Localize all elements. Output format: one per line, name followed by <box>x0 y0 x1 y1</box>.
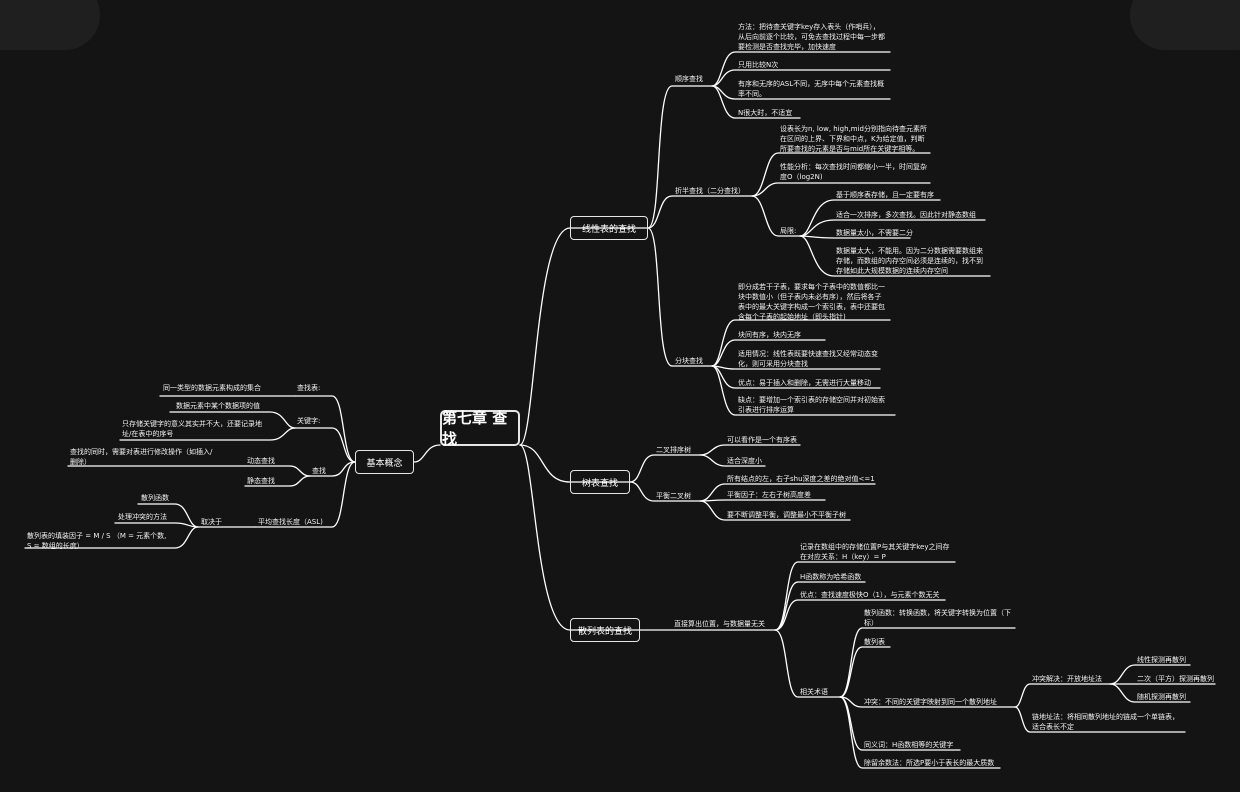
term-collision: 冲突：不同的关键字映射到同一个散列地址 <box>864 698 997 706</box>
node-search[interactable]: 查找 <box>312 467 326 475</box>
bst-item-depth: 适合深度小 <box>727 457 762 465</box>
block-item-order: 块间有序，块内无序 <box>738 331 801 339</box>
seq-item-asl: 有序和无序的ASL不同，无序中每个元素查找概 率不同。 <box>738 80 885 98</box>
avl-item-adjust: 要不断调整平衡，调整最小不平衡子树 <box>727 511 846 519</box>
depends-collision-method: 处理冲突的方法 <box>118 513 167 521</box>
term-hash-table: 散列表 <box>864 638 885 646</box>
seq-item-large-n: N很大时，不适宜 <box>738 109 793 117</box>
term-synonym: 同义词：H函数相等的关键字 <box>864 741 954 749</box>
background-corner-left <box>0 0 100 50</box>
block-item-definition: 即分成若干子表，要求每个子表中的数值都比一 块中数值小（但子表内未必有序），然后… <box>738 283 885 321</box>
node-open-addressing[interactable]: 冲突解决：开放地址法 <box>1032 675 1102 683</box>
open-item-quadratic: 二次（平方）探测再散列 <box>1137 675 1214 683</box>
key-definition: 数据元素中某个数据项的值 <box>176 402 260 410</box>
limit-item-large: 数据量太大，不能用。因为二分数据需要数组来 存储，而数组的内存空间必须是连续的，… <box>836 247 983 275</box>
block-item-advantage: 优点：易于插入和删除，无需进行大量移动 <box>738 379 871 387</box>
node-bst[interactable]: 二叉排序树 <box>656 446 691 454</box>
node-chaining[interactable]: 链地址法：将相同散列地址的链成一个单链表， 适合表长不定 <box>1032 713 1179 731</box>
hash-item-advantage: 优点：查找速度极快O（1），与元素个数无关 <box>800 591 940 599</box>
term-division-method: 除留余数法：所选P要小于表长的最大质数 <box>864 759 995 767</box>
seq-item-compare: 只用比较N次 <box>738 61 779 69</box>
node-depends-on[interactable]: 取决于 <box>201 518 222 526</box>
open-item-random: 随机探测再散列 <box>1137 693 1186 701</box>
limit-item-static: 适合一次排序，多次查找。因此针对静态数组 <box>836 211 976 219</box>
node-sequential[interactable]: 顺序查找 <box>675 75 703 83</box>
bin-item-definition: 设表长为n, low, high,mid分别指向待查元素所 在区间的上界、下界和… <box>780 125 927 153</box>
seq-item-method: 方法：把待查关键字key存入表头（作哨兵）， 从后向前逐个比较，可免去查找过程中… <box>738 23 885 51</box>
term-hash-function: 散列函数：转换函数，将关键字转换为位置（下 标） <box>864 609 1011 627</box>
depends-load-factor: 散列表的填装因子 = M / S （M = 元素个数, S = 数组的长度） <box>27 532 167 550</box>
avl-item-balance-factor: 平衡因子：左右子树高度差 <box>727 491 811 499</box>
dynamic-search-definition: 查找的同时，需要对表进行修改操作（如插入/ 删除） <box>70 448 213 466</box>
node-related-terms[interactable]: 相关术语 <box>800 688 828 696</box>
bst-item-ordered: 可以看作是一个有序表 <box>727 436 797 444</box>
open-item-linear: 线性探测再散列 <box>1137 656 1186 664</box>
node-basic-concepts[interactable]: 基本概念 <box>355 450 414 474</box>
node-block-search[interactable]: 分块查找 <box>675 357 703 365</box>
node-hash-search[interactable]: 散列表的查找 <box>570 618 640 642</box>
avl-item-definition: 所有结点的左，右子shu深度之差的绝对值<=1 <box>727 475 875 483</box>
hash-item-mapping: 记录在数组中的存储位置P与其关键字key之间存 在对应关系：H（key）= P <box>800 543 950 561</box>
node-tree-search[interactable]: 树表查找 <box>570 470 630 494</box>
node-dynamic-search[interactable]: 动态查找 <box>247 457 275 465</box>
limit-item-small: 数据量太小，不需要二分 <box>836 229 913 237</box>
block-item-usage: 适用情况：线性表既要快速查找又经常动态变 化，则可采用分块查找 <box>738 350 878 368</box>
node-linear-search[interactable]: 线性表的查找 <box>570 216 648 240</box>
block-item-disadvantage: 缺点：要增加一个索引表的存储空间并对初始索 引表进行排序运算 <box>738 396 885 414</box>
lookup-table-definition: 同一类型的数据元素构成的集合 <box>163 384 261 392</box>
root-node[interactable]: 第七章 查找 <box>440 409 520 448</box>
node-binary-search[interactable]: 折半查找（二分查找） <box>675 187 745 195</box>
node-lookup-table[interactable]: 查找表: <box>297 384 321 392</box>
node-avl[interactable]: 平衡二叉树 <box>656 492 691 500</box>
limit-item-ordered: 基于顺序表存储，且一定要有序 <box>836 191 934 199</box>
node-limitations[interactable]: 局限: <box>780 227 797 235</box>
key-note: 只存储关键字的意义其实并不大，还要记录地 址/在表中的序号 <box>122 420 262 438</box>
bin-item-performance: 性能分析：每次查找时间都缩小一半，时间复杂 度O（log2N) <box>780 163 927 181</box>
node-static-search[interactable]: 静态查找 <box>247 477 275 485</box>
background-corner-right <box>1130 0 1240 50</box>
hash-item-hash-function: H函数称为哈希函数 <box>800 573 862 581</box>
node-direct-compute[interactable]: 直接算出位置，与数据量无关 <box>674 620 765 628</box>
node-key[interactable]: 关键字: <box>297 417 321 425</box>
node-asl[interactable]: 平均查找长度（ASL) <box>258 518 323 526</box>
depends-hash-function: 散列函数 <box>141 494 169 502</box>
